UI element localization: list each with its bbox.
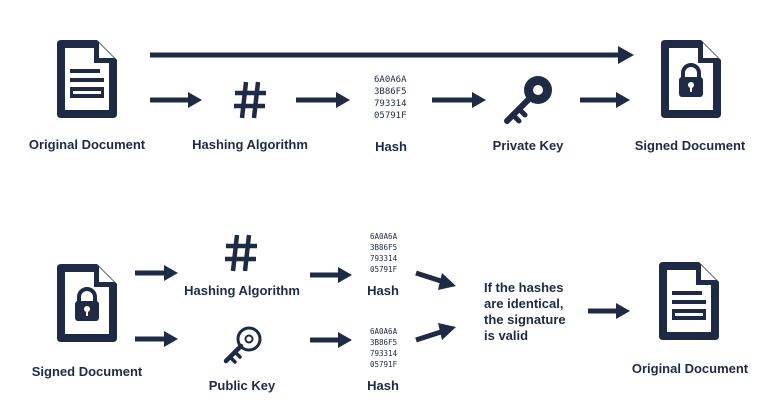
signed-document-icon: [659, 38, 723, 120]
signed-document-label: Signed Document: [31, 364, 143, 379]
arrow-icon: [150, 92, 202, 108]
original-document-icon: [57, 40, 117, 118]
original-document-icon: [659, 262, 719, 340]
hashing-algorithm-label: Hashing Algorithm: [184, 283, 300, 298]
arrow-icon: [415, 323, 456, 343]
signed-document-label: Signed Document: [634, 138, 746, 153]
original-document-label: Original Document: [631, 361, 749, 376]
hash-label-top: Hash: [367, 283, 399, 298]
arrow-icon: [296, 92, 350, 108]
public-key-icon: [223, 326, 262, 364]
arrow-icon: [135, 265, 178, 281]
hash-value-top: 6A0A6A 3B86F5 793314 05791F: [370, 232, 398, 274]
arrow-icon: [135, 331, 178, 347]
signed-document-icon: [55, 262, 119, 344]
public-key-label: Public Key: [208, 378, 276, 393]
arrow-icon: [310, 332, 352, 348]
hash-value: 6A0A6A 3B86F5 793314 05791F: [374, 75, 407, 121]
verification-conclusion: If the hashes are identical, the signatu…: [484, 280, 566, 343]
hash-label-bottom: Hash: [367, 378, 399, 393]
long-arrow-head-icon: [618, 46, 634, 64]
private-key-icon: [504, 76, 552, 124]
arrow-icon: [580, 92, 630, 108]
hashing-algorithm-label: Hashing Algorithm: [192, 137, 308, 152]
arrow-icon: [588, 303, 630, 319]
arrow-icon: [415, 270, 456, 290]
hash-symbol-icon: [225, 235, 257, 271]
private-key-label: Private Key: [492, 138, 564, 153]
hash-symbol-icon: [234, 82, 266, 118]
hash-label: Hash: [375, 139, 407, 154]
arrow-icon: [310, 267, 352, 283]
hash-value-bottom: 6A0A6A 3B86F5 793314 05791F: [370, 327, 398, 369]
original-document-label: Original Document: [28, 137, 146, 152]
arrow-icon: [432, 92, 486, 108]
